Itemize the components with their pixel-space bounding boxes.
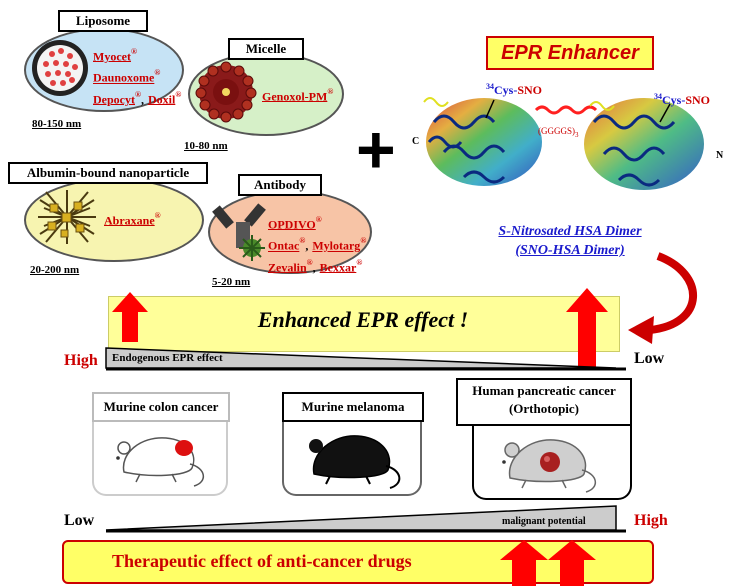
micelle-size: 10-80 nm (184, 140, 228, 152)
liposome-drugs: Myocet® Daunoxome® Depocyt®, Doxil® (93, 47, 182, 106)
albumin-title: Albumin-bound nanoparticle (8, 162, 208, 184)
linker-label: (GGGGS)3 (538, 126, 579, 139)
n-terminus-label: N (716, 150, 724, 161)
enhanced-epr-banner-text: Enhanced EPR effect ! (257, 307, 469, 332)
endogenous-epr-wedge (105, 347, 626, 371)
drug-opdivo[interactable]: OPDIVO (268, 217, 316, 232)
drug-myocet[interactable]: Myocet (93, 49, 131, 64)
micelle-drugs: Genoxol-PM® (262, 87, 334, 104)
mouse-pancreatic-icon (502, 439, 596, 493)
hsa-dimer-structure (423, 97, 704, 190)
antibody-drugs: OPDIVO® Ontac®, Mylotarg® Zevalin®, Bexx… (268, 215, 367, 274)
enhanced-epr-banner (108, 296, 620, 352)
linker-coil (534, 105, 598, 115)
mouse-melanoma-icon (306, 435, 401, 489)
up-arrow-right (566, 288, 608, 368)
drug-mylotarg[interactable]: Mylotarg (312, 238, 361, 253)
hsa-monomer-left (423, 97, 542, 186)
plus-sign: + (356, 112, 396, 188)
up-arrow-left (112, 292, 148, 342)
curved-arrow-to-banner (628, 252, 697, 344)
albumin-drugs: Abraxane® (104, 211, 161, 228)
epr-high-label: High (64, 352, 98, 369)
liposome-title: Liposome (58, 10, 148, 32)
therapeutic-effect-banner (62, 540, 654, 584)
liposome-illustration (32, 40, 88, 96)
double-up-arrow (500, 540, 596, 586)
antibody-illustration (212, 203, 266, 261)
melanoma-title: Murine melanoma (282, 392, 424, 422)
c-terminus-label: C (412, 136, 420, 147)
liposome-size: 80-150 nm (32, 118, 82, 130)
drug-daunoxome[interactable]: Daunoxome (93, 70, 155, 85)
antibody-size: 5-20 nm (212, 276, 251, 288)
epr-low-label: Low (634, 350, 665, 367)
therapeutic-effect-text: Therapeutic effect of anti-cancer drugs (112, 551, 412, 571)
drug-abraxane[interactable]: Abraxane (104, 213, 155, 228)
mouse-colon-icon (116, 437, 204, 487)
drug-ontac[interactable]: Ontac (268, 238, 300, 253)
albumin-ellipse (24, 178, 204, 262)
hsa-monomer-right (584, 98, 704, 190)
drug-doxil[interactable]: Doxil (147, 91, 176, 106)
micelle-illustration (195, 61, 257, 123)
sno-hsa-dimer-name: S-Nitrosated HSA Dimer (SNO-HSA Dimer) (498, 224, 642, 258)
malignant-potential-label: malignant potential (502, 516, 586, 527)
cys-sno-right: 34Cys-SNO (654, 92, 711, 107)
malignancy-low-label: Low (64, 512, 95, 529)
drug-bexxar[interactable]: Bexxar (319, 259, 357, 274)
malignancy-high-label: High (634, 512, 668, 529)
antibody-ellipse (208, 190, 372, 274)
cys-sno-left: 34Cys-SNO (486, 82, 543, 97)
drug-zevalin[interactable]: Zevalin (268, 259, 307, 274)
albumin-size: 20-200 nm (30, 264, 80, 276)
drug-genoxol-pm[interactable]: Genoxol-PM (262, 89, 328, 104)
colon-cancer-title: Murine colon cancer (92, 392, 230, 422)
drug-depocyt[interactable]: Depocyt (93, 91, 135, 106)
endogenous-epr-label: Endogenous EPR effect (112, 352, 223, 364)
micelle-title: Micelle (228, 38, 304, 60)
albumin-nanoparticle-illustration (38, 190, 96, 244)
antibody-title: Antibody (238, 174, 322, 196)
pancreatic-cancer-title: Human pancreatic cancer (Orthotopic) (456, 378, 632, 426)
epr-enhancer-title: EPR Enhancer (486, 36, 654, 70)
malignant-potential-wedge (105, 505, 626, 533)
